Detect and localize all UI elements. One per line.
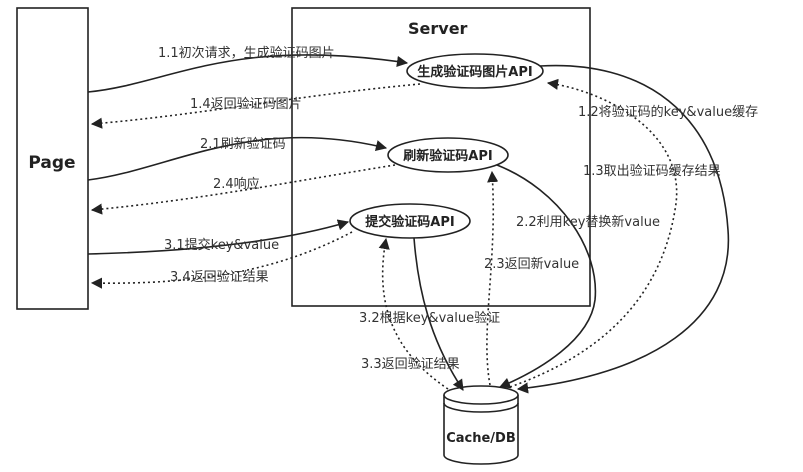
edge-1-4 <box>90 83 421 129</box>
page-node <box>16 7 89 310</box>
edge-2-1-label: 2.1刷新验证码 <box>200 136 286 152</box>
edge-3-2-label: 3.2根据key&value验证 <box>359 310 500 326</box>
edge-2-1 <box>87 136 388 181</box>
api-refresh-label: 刷新验证码API <box>403 148 492 164</box>
api-generate-label: 生成验证码图片API <box>417 64 532 80</box>
edge-2-3 <box>486 170 499 386</box>
edge-3-4 <box>90 231 353 289</box>
edge-1-1-label: 1.1初次请求，生成验证码图片 <box>158 45 335 61</box>
edge-1-1 <box>87 54 409 93</box>
edge-1-3 <box>509 78 678 388</box>
edge-1-3-label: 1.3取出验证码缓存结果 <box>583 163 721 179</box>
db-node <box>443 385 519 465</box>
edge-1-2-label: 1.2将验证码的key&value缓存 <box>578 104 758 120</box>
page-label: Page <box>28 153 75 173</box>
edge-2-2 <box>496 164 597 389</box>
edge-2-4-label: 2.4响应 <box>213 176 260 192</box>
edge-3-4-label: 3.4返回验证结果 <box>170 269 269 285</box>
edge-3-1 <box>87 219 350 255</box>
api-submit-node <box>349 203 471 239</box>
edge-3-1-label: 3.1提交key&value <box>164 237 279 253</box>
edge-1-4-label: 1.4返回验证码图片 <box>190 96 302 112</box>
api-generate-node <box>406 53 544 89</box>
edge-1-2 <box>516 64 730 394</box>
edge-2-3-label: 2.3返回新value <box>484 256 579 272</box>
db-label: Cache/DB <box>446 431 516 446</box>
edge-3-2 <box>413 237 464 391</box>
server-label: Server <box>408 19 468 38</box>
edge-3-3-label: 3.3返回验证结果 <box>361 356 460 372</box>
edge-2-2-label: 2.2利用key替换新value <box>516 214 660 230</box>
api-submit-label: 提交验证码API <box>365 214 454 230</box>
api-refresh-node <box>387 137 509 173</box>
